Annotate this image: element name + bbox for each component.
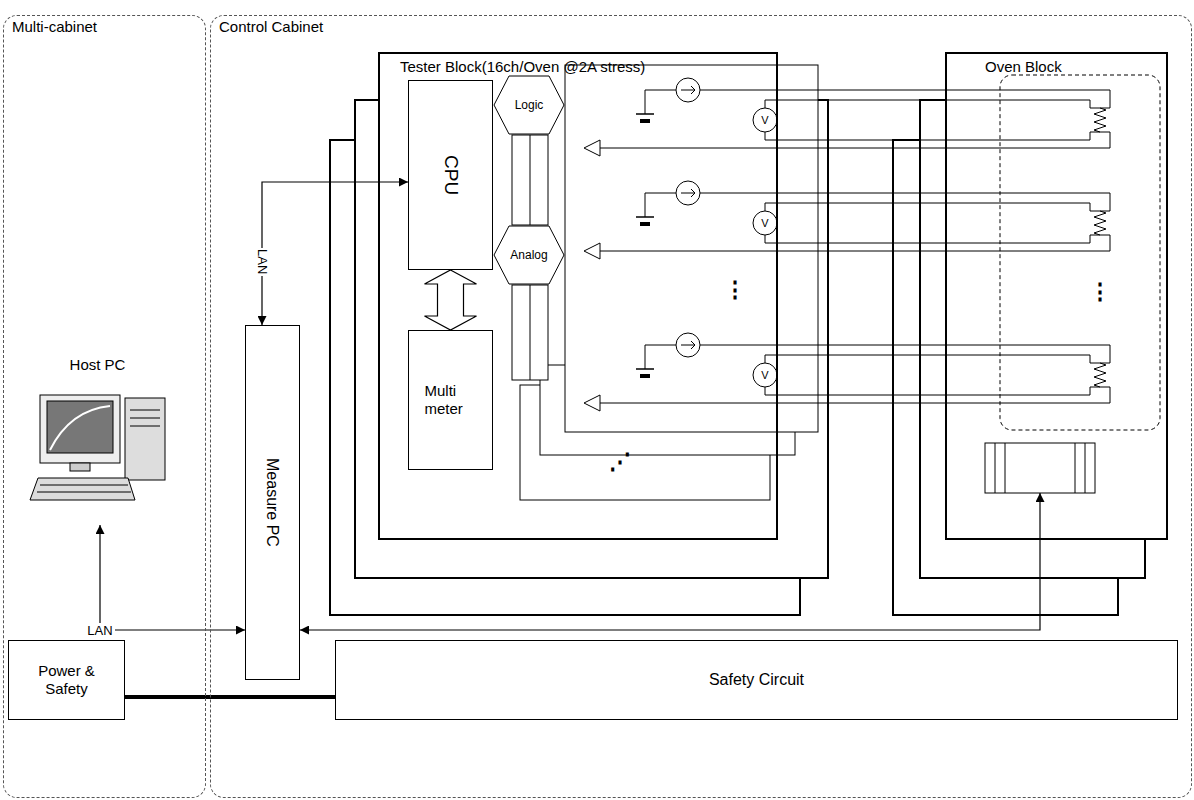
- wire: [700, 345, 1110, 363]
- meter-letter: V: [761, 217, 768, 229]
- bus-column: [512, 135, 548, 225]
- node-text: Multi meter: [425, 382, 477, 418]
- wire: [765, 132, 1100, 140]
- channel-wiring: [584, 78, 1110, 411]
- ground-symbol: [584, 395, 600, 411]
- resistor-symbol: [1094, 108, 1106, 132]
- bus-arrow: Logic: [493, 75, 565, 135]
- ellipsis-mark: ⋮: [724, 278, 746, 302]
- node-text: Logic: [515, 98, 544, 112]
- meter-letter: V: [761, 369, 768, 381]
- wire: [765, 100, 1100, 108]
- oven-chamber: [1000, 75, 1160, 430]
- bus-arrow: Analog: [493, 225, 565, 285]
- channel-board: [565, 65, 818, 432]
- wire: [600, 235, 1110, 251]
- power-line: [125, 695, 335, 699]
- node-text: Measure PC: [263, 458, 282, 547]
- node-text: Tester Block(16ch/Oven @2A stress): [400, 58, 645, 76]
- battery-symbol: [640, 119, 650, 123]
- pc-icon: [30, 395, 165, 500]
- node-text: Multi-cabinet: [12, 18, 97, 36]
- resistor-symbol: [1094, 211, 1106, 235]
- ground-symbol: [584, 140, 600, 156]
- wire: [645, 345, 676, 369]
- wire: [600, 132, 1110, 148]
- battery-symbol: [640, 374, 650, 378]
- node-text: Host PC: [70, 356, 126, 374]
- current-source: [676, 333, 700, 357]
- node-text: Analog: [510, 248, 547, 262]
- wire: [645, 193, 676, 217]
- battery-symbol: [636, 113, 654, 115]
- wire: [765, 387, 1100, 395]
- node-text: Power & Safety: [27, 662, 107, 698]
- wire: [681, 341, 695, 349]
- lan-connector: [100, 525, 245, 630]
- lan-connector: [300, 493, 1040, 630]
- wire: [765, 355, 1100, 363]
- bus-column: [530, 285, 531, 380]
- oven-block: Oven Block: [945, 52, 1168, 540]
- wire: [765, 203, 1100, 211]
- lan-connector: [262, 182, 408, 325]
- multimeter-box: Multi meter: [408, 330, 493, 470]
- voltmeter: [753, 363, 777, 387]
- battery-symbol: [636, 368, 654, 370]
- safety-box: Safety Circuit: [335, 640, 1178, 720]
- ellipsis-mark: ⋮: [1089, 280, 1111, 304]
- resistor-symbol: [1094, 363, 1106, 387]
- voltmeter: [753, 108, 777, 132]
- bus-column: [530, 135, 531, 225]
- current-source: [676, 78, 700, 102]
- connector-label: LAN: [85, 623, 114, 639]
- region-frame: Multi-cabinetHost PC Power & Safety: [3, 15, 206, 798]
- bus-double-arrow: [425, 270, 477, 330]
- tester-block: Tester Block(16ch/Oven @2A stress) CPU Mul…: [378, 52, 778, 540]
- battery-symbol: [640, 222, 650, 226]
- oven-controller: [985, 443, 1095, 493]
- node-text: CPU: [439, 155, 462, 195]
- region-frame: Control CabinetTester Block(16ch/Oven @2…: [210, 15, 1192, 798]
- battery-symbol: [636, 216, 654, 218]
- wire: [681, 189, 695, 197]
- power-box: Power & Safety: [8, 640, 125, 720]
- voltmeter: [753, 211, 777, 235]
- measure-pc-box: Measure PC: [245, 325, 300, 680]
- wire: [681, 86, 695, 94]
- node-text: Control Cabinet: [219, 18, 323, 36]
- bus-column: [512, 285, 548, 380]
- wire: [600, 387, 1110, 403]
- meter-letter: V: [761, 114, 768, 126]
- ground-symbol: [584, 243, 600, 259]
- wire: [765, 235, 1100, 243]
- wire: [645, 90, 676, 114]
- wire: [700, 90, 1110, 108]
- host-pc: Host PC: [25, 350, 170, 525]
- current-source: [676, 181, 700, 205]
- ellipsis-mark: ⋰: [609, 450, 631, 474]
- oven-block-front-ground: [945, 52, 1168, 540]
- connector-label: LAN: [253, 248, 271, 275]
- node-text: Safety Circuit: [709, 670, 804, 689]
- cpu-box: CPU: [408, 80, 493, 270]
- node-text: Oven Block: [985, 58, 1062, 76]
- wire: [700, 193, 1110, 211]
